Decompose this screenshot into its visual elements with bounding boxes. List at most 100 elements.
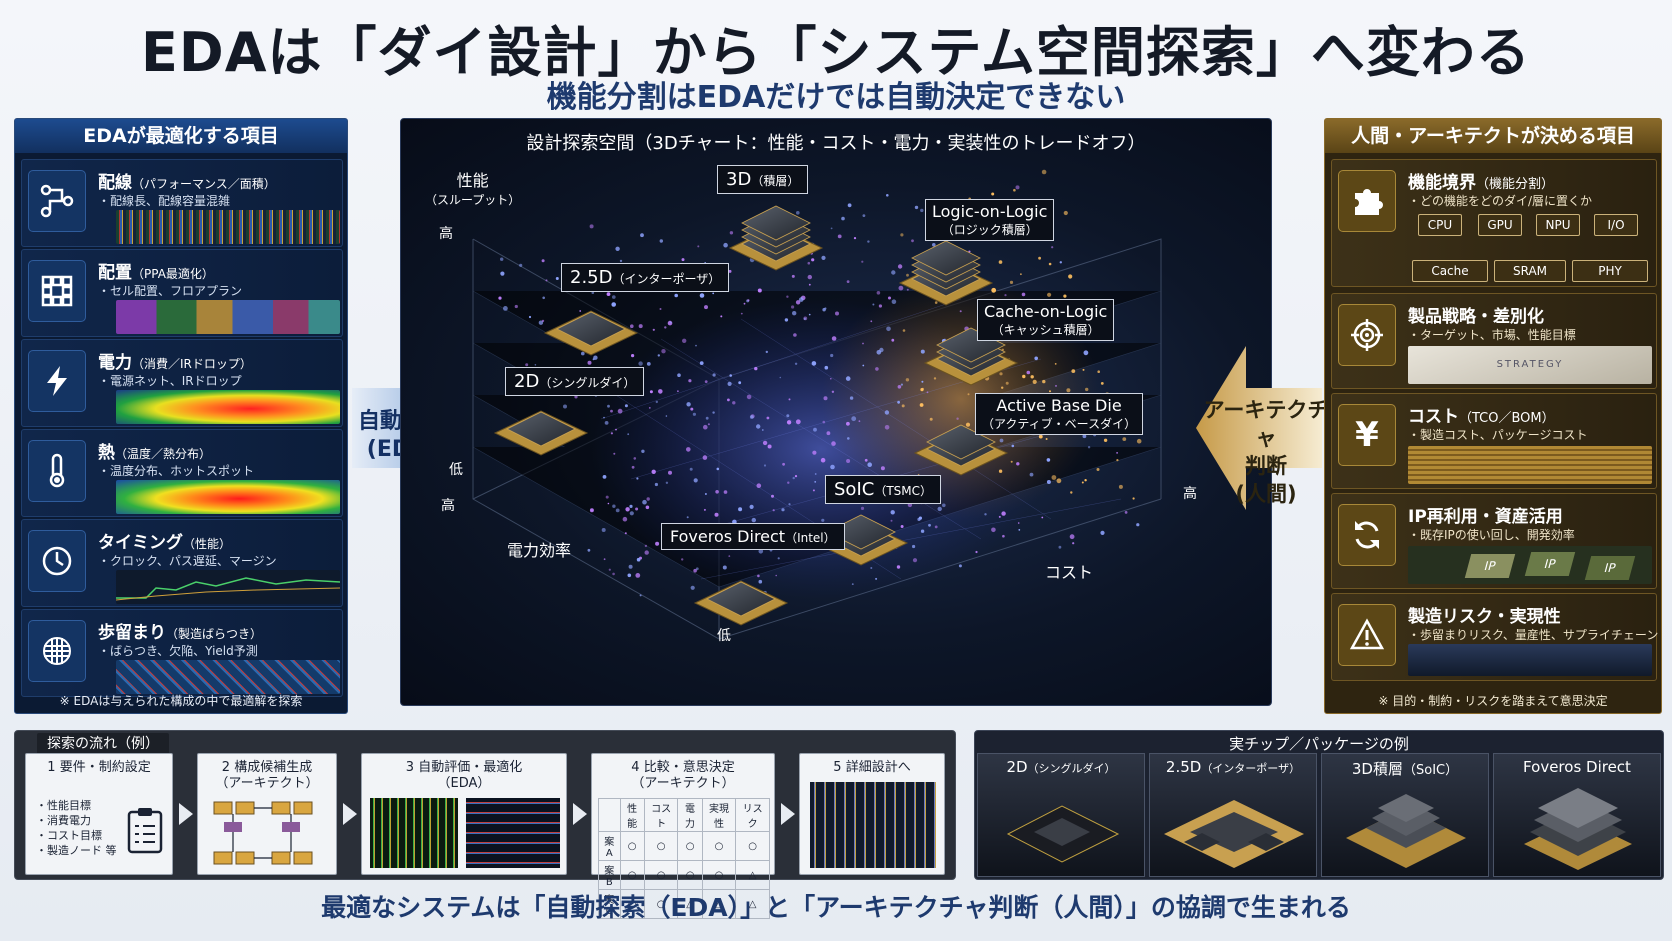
exploration-point: [756, 483, 762, 489]
exploration-point: [592, 358, 595, 361]
exploration-point: [756, 424, 761, 429]
exploration-point: [870, 320, 873, 323]
exploration-point: [1004, 294, 1007, 297]
item-desc: ・電源ネット、IRドロップ: [98, 374, 242, 388]
package-chip: [493, 410, 589, 456]
exploration-point: [896, 565, 901, 569]
eda-item-power: 電力（消費／IRドロップ） ・電源ネット、IRドロップ: [21, 339, 343, 427]
exploration-point: [991, 287, 997, 293]
step-label: 2 構成候補生成: [221, 760, 313, 775]
chips-header: 実チップ／パッケージの例: [1229, 735, 1409, 753]
item-title: 製造リスク・実現性: [1408, 607, 1561, 627]
exploration-point: [830, 353, 834, 358]
exploration-point: [794, 362, 798, 365]
flow-arrow: [343, 803, 357, 825]
axis-performance-label: 性能: [456, 171, 489, 190]
exploration-point: [870, 567, 873, 569]
step-sub: （EDA）: [437, 776, 491, 791]
label-soic: SoIC（TSMC）: [825, 475, 942, 504]
exploration-point: [898, 285, 904, 291]
item-title-note: （TCO／BOM）: [1459, 411, 1555, 426]
detailed-layout-thumbnail: [810, 782, 936, 868]
item-title-note: （性能）: [183, 537, 232, 551]
exploration-point: [707, 423, 710, 426]
exploration-point: [1072, 542, 1075, 545]
flow-step-5: 5 詳細設計へ: [799, 753, 945, 875]
block-cpu: CPU: [1418, 214, 1462, 236]
exploration-point: [1055, 385, 1057, 387]
exploration-point: [897, 385, 902, 389]
exploration-point: [636, 557, 641, 562]
exploration-point: [879, 347, 884, 353]
exploration-point: [519, 263, 523, 267]
exploration-point: [821, 255, 826, 260]
exploration-point: [1082, 434, 1087, 439]
exploration-point: [697, 245, 700, 248]
item-desc: ・温度分布、ホットスポット: [98, 464, 255, 478]
item-title: コスト: [1408, 407, 1459, 427]
exploration-point: [644, 550, 649, 555]
exploration-point: [919, 403, 924, 407]
exploration-point: [1116, 459, 1119, 462]
exploration-point: [917, 517, 921, 521]
exploration-point: [624, 404, 628, 408]
exploration-point: [1063, 210, 1068, 216]
grid-icon: [28, 260, 86, 322]
exploration-point: [690, 585, 695, 590]
item-desc: ・製造コスト、パッケージコスト: [1408, 428, 1588, 442]
block-sram: SRAM: [1494, 260, 1566, 282]
exploration-point: [786, 414, 790, 418]
exploration-point: [1030, 375, 1034, 379]
axis-power-low: 低: [717, 628, 731, 644]
exploration-point: [932, 243, 936, 247]
exploration-point: [1118, 484, 1123, 489]
exploration-point: [542, 296, 545, 300]
exploration-point: [1070, 491, 1073, 494]
exploration-point: [1136, 523, 1140, 527]
exploration-point: [1083, 350, 1089, 356]
architect-item-strategy: 製品戦略・差別化 ・ターゲット、市場、性能目標 STRATEGY: [1331, 293, 1657, 389]
item-title-note: （製造ばらつき）: [166, 627, 263, 641]
exploration-point: [853, 237, 857, 240]
real-chip-examples-panel: 実チップ／パッケージの例 2D（シングルダイ） 2.5D（インターポーザ） 3D…: [974, 730, 1664, 880]
exploration-point: [777, 557, 780, 560]
exploration-point: [629, 511, 634, 516]
exploration-point: [846, 459, 851, 463]
exploration-point: [646, 362, 651, 366]
exploration-point: [720, 315, 723, 318]
architecture-judgment-arrow: [1196, 346, 1322, 514]
exploration-point: [933, 377, 937, 380]
exploration-point: [703, 508, 706, 511]
chip-example-3d-stack: 3D積層（SoIC）: [1321, 753, 1489, 877]
exploration-point: [754, 366, 758, 371]
routing-icon: [28, 170, 86, 232]
exploration-point: [665, 481, 669, 484]
exploration-point: [668, 470, 672, 475]
placement-thumbnail: [116, 300, 340, 334]
exploration-point: [740, 312, 743, 315]
exploration-point: [677, 373, 681, 377]
item-title: 機能境界: [1408, 173, 1476, 193]
exploration-point: [625, 507, 630, 512]
package-chip: [693, 580, 789, 626]
exploration-point: [693, 568, 697, 573]
exploration-flow-panel: 探索の流れ（例） 1 要件・制約設定 ・性能目標 ・消費電力 ・コスト目標 ・製…: [14, 730, 956, 919]
routing-view-thumbnail: [466, 798, 560, 868]
exploration-point: [615, 428, 617, 431]
exploration-point: [727, 398, 730, 402]
exploration-point: [884, 425, 890, 430]
architect-item-function-boundary: 機能境界（機能分割） ・どの機能をどのダイ/層に置くか CPU GPU NPU …: [1331, 159, 1657, 287]
label-cache-on-logic: Cache-on-Logic（キャッシュ積層）: [977, 299, 1115, 341]
exploration-point: [1056, 478, 1062, 484]
exploration-point: [644, 544, 648, 548]
exploration-point: [645, 505, 650, 510]
item-title: 配置: [98, 263, 132, 283]
exploration-point: [587, 548, 591, 552]
exploration-point: [728, 555, 731, 557]
item-desc: ・ターゲット、市場、性能目標: [1408, 328, 1576, 342]
exploration-point: [612, 295, 616, 299]
exploration-point: [639, 594, 642, 597]
exploration-point: [890, 510, 895, 515]
exploration-point: [732, 401, 736, 405]
exploration-point: [601, 528, 606, 532]
